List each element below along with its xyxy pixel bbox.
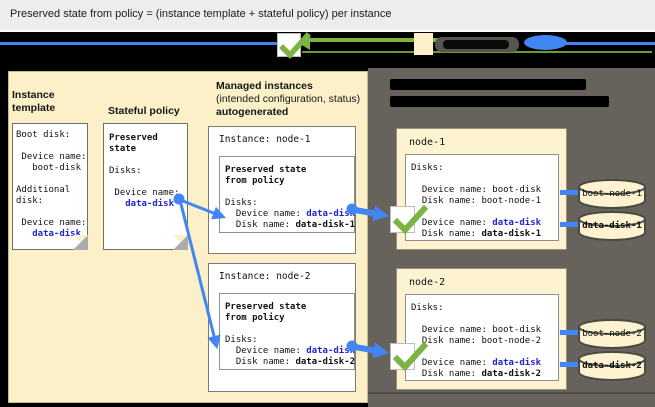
instance-template-doc: Boot disk: Device name: boot-disk Additi…	[12, 123, 88, 250]
checkbox-icon	[390, 341, 429, 372]
separator	[0, 30, 655, 32]
connector-line	[560, 330, 586, 335]
instance-title: Instance: node-1	[219, 134, 311, 145]
folded-corner	[73, 235, 88, 250]
panel-divider	[368, 392, 655, 394]
disks-box: Disks: Device name: boot-disk Disk name:…	[405, 294, 559, 381]
check-icon	[392, 204, 429, 235]
disks-text: Disks: Device name: boot-disk Disk name:…	[411, 303, 542, 379]
disk-label: data-disk-1	[582, 221, 642, 231]
connector-line	[560, 362, 586, 367]
folded-corner	[173, 235, 188, 250]
check-icon	[392, 341, 429, 372]
heading-line: autogenerated	[216, 106, 289, 118]
stateful-policy-heading: Stateful policy	[108, 105, 180, 117]
beige-swatch	[414, 33, 433, 55]
disk-label: boot-node-1	[582, 189, 642, 199]
redacted-text-bar	[390, 96, 609, 107]
instance-template-text: Boot disk: Device name: boot-disk Additi…	[16, 130, 87, 239]
heading-line: (intended configuration, status)	[216, 93, 361, 105]
title-bar: Preserved state from policy = (instance …	[0, 0, 655, 30]
disk-cylinder-data-disk-2: data-disk-2	[576, 350, 648, 382]
redacted-text-bar	[390, 79, 586, 90]
disk-label: data-disk-2	[582, 361, 642, 371]
instance-template-heading: Instance template	[12, 89, 56, 114]
cylinder-shape	[578, 211, 646, 241]
check-icon	[279, 32, 311, 60]
vm-name: node-1	[409, 137, 446, 148]
blue-connector-line-left	[0, 42, 277, 45]
blue-connector-line-right	[566, 42, 655, 45]
disk-cylinder-boot-node-2: boot-node-2	[576, 318, 648, 350]
disks-text: Disks: Device name: boot-disk Disk name:…	[411, 163, 542, 239]
vm-card-node-2: node-2 Disks: Device name: boot-disk Dis…	[396, 268, 567, 390]
connector-line	[560, 190, 586, 195]
cylinder-shape	[578, 351, 646, 381]
redacted-label	[443, 40, 509, 49]
dark-pill	[435, 37, 519, 52]
connector-line	[560, 222, 586, 227]
instance-title: Instance: node-2	[219, 271, 311, 282]
vm-card-node-1: node-1 Disks: Device name: boot-disk Dis…	[396, 128, 567, 250]
diagram-title: Preserved state from policy = (instance …	[10, 8, 392, 20]
vm-name: node-2	[409, 277, 446, 288]
disks-box: Disks: Device name: boot-disk Disk name:…	[405, 154, 559, 241]
cylinder-shape	[578, 179, 646, 209]
checkbox-icon	[277, 32, 311, 60]
heading-line: Managed instances	[216, 80, 313, 92]
checkbox-icon	[390, 204, 429, 235]
disk-cylinder-boot-node-1: boot-node-1	[576, 178, 648, 210]
disk-cylinder-data-disk-1: data-disk-1	[576, 210, 648, 242]
cylinder-shape	[578, 319, 646, 349]
green-arrow-tail	[308, 38, 494, 42]
managed-instances-heading: Managed instances (intended configuratio…	[216, 80, 366, 119]
green-line	[302, 51, 652, 53]
disk-label: boot-node-2	[582, 329, 642, 339]
disk-ellipse-icon	[524, 35, 567, 50]
